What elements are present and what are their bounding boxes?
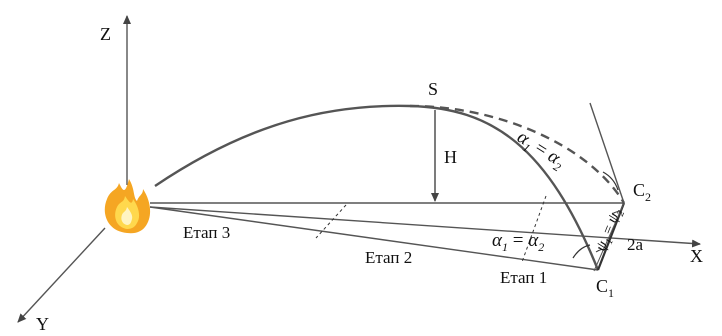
stage-divider-1 — [315, 204, 347, 239]
y-axis-label: Y — [36, 314, 49, 334]
c1-label: C1 — [596, 276, 614, 300]
c2-label: C2 — [633, 180, 651, 204]
edge-to-c1 — [593, 202, 625, 272]
height-label: H — [444, 147, 457, 167]
angle-arc-lower — [572, 244, 591, 259]
width-label: 2a — [627, 235, 644, 254]
y-axis — [17, 227, 106, 323]
psi-arc-upper — [611, 211, 623, 215]
trajectory-dashed — [409, 104, 626, 204]
x-axis-label: X — [690, 246, 703, 266]
z-axis-label: Z — [100, 24, 111, 44]
angle-label-lower: α1 = α2 — [492, 230, 544, 254]
flame-icon — [104, 179, 151, 234]
stage-3-label: Етап 3 — [183, 223, 230, 242]
psi-label: ψ1 = ψ2 — [593, 206, 627, 254]
apex-label: S — [428, 79, 438, 99]
stage-2-label: Етап 2 — [365, 248, 412, 267]
psi-arc-lower — [595, 248, 607, 253]
stage-1-label: Етап 1 — [500, 268, 547, 287]
tangent-line — [589, 102, 625, 204]
c2-c1-tail — [597, 202, 625, 271]
angle-arc-upper — [602, 171, 619, 191]
